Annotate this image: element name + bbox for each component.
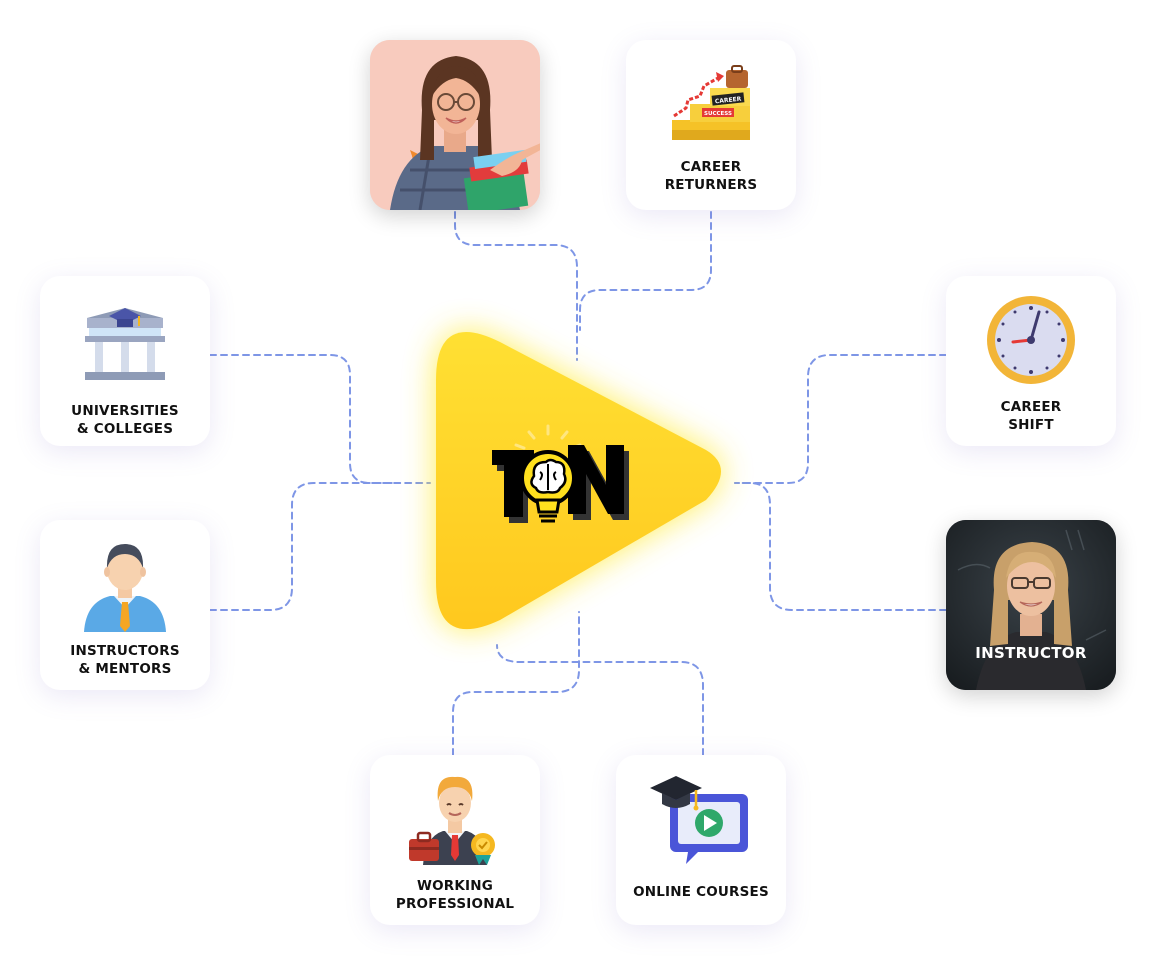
connector-working-professional — [452, 611, 580, 756]
connector-career-shift — [734, 354, 947, 484]
connector-student — [454, 211, 578, 361]
universities-card: UNIVERSITIES & COLLEGES — [40, 276, 210, 446]
career-stairs-icon: CAREER SUCCESS — [672, 65, 750, 140]
universities-label-line2: & COLLEGES — [76, 421, 174, 437]
instructor-photo — [946, 520, 1116, 690]
career-returners-label-line2: RETURNERS — [664, 177, 758, 193]
tn-logo: TN — [492, 424, 629, 523]
connector-instructor — [734, 482, 947, 611]
connector-career-returners — [579, 211, 712, 331]
working-professional-label: WORKING PROFESSIONAL — [374, 877, 536, 913]
career-returners-card: CAREER SUCCESS CAREER RETURNERS — [626, 40, 796, 210]
logo-letter-n — [568, 445, 624, 514]
working-professional-icon — [409, 776, 495, 865]
online-courses-card: ONLINE COURSES — [616, 755, 786, 925]
mentor-person-icon — [84, 544, 166, 632]
online-courses-label-text: ONLINE COURSES — [633, 884, 769, 900]
success-sign-text: SUCCESS — [704, 111, 732, 117]
career-shift-label-line1: CAREER — [1000, 399, 1062, 415]
university-building-icon — [85, 308, 165, 380]
clock-icon — [987, 296, 1075, 384]
universities-label-line1: UNIVERSITIES — [71, 403, 179, 419]
career-shift-label-line2: SHIFT — [1008, 417, 1054, 433]
hub: TN — [436, 331, 721, 630]
career-returners-label-line1: CAREER — [680, 159, 742, 175]
career-shift-card: CAREER SHIFT — [946, 276, 1116, 446]
student-photo — [370, 40, 540, 210]
instructors-mentors-label: INSTRUCTORS & MENTORS — [44, 642, 206, 678]
instructors-mentors-label-line2: & MENTORS — [78, 661, 172, 677]
connector-online-courses — [496, 644, 704, 756]
working-professional-card: WORKING PROFESSIONAL — [370, 755, 540, 925]
connector-universities — [209, 354, 431, 484]
working-professional-label-line1: WORKING — [416, 878, 494, 894]
online-course-video-icon — [650, 776, 748, 864]
instructors-mentors-label-line1: INSTRUCTORS — [70, 643, 180, 659]
instructors-mentors-card: INSTRUCTORS & MENTORS — [40, 520, 210, 690]
working-professional-label-line2: PROFESSIONAL — [395, 896, 515, 912]
student-photo-card — [370, 40, 540, 210]
career-shift-label: CAREER SHIFT — [950, 398, 1112, 434]
instructor-label: INSTRUCTOR — [975, 644, 1087, 662]
online-courses-label: ONLINE COURSES — [620, 883, 782, 901]
universities-label: UNIVERSITIES & COLLEGES — [44, 402, 206, 438]
instructor-photo-card: INSTRUCTOR — [946, 520, 1116, 690]
career-returners-label: CAREER RETURNERS — [630, 158, 792, 194]
career-sign-text: CAREER — [715, 96, 742, 106]
connector-instructors-mentors — [209, 482, 401, 611]
